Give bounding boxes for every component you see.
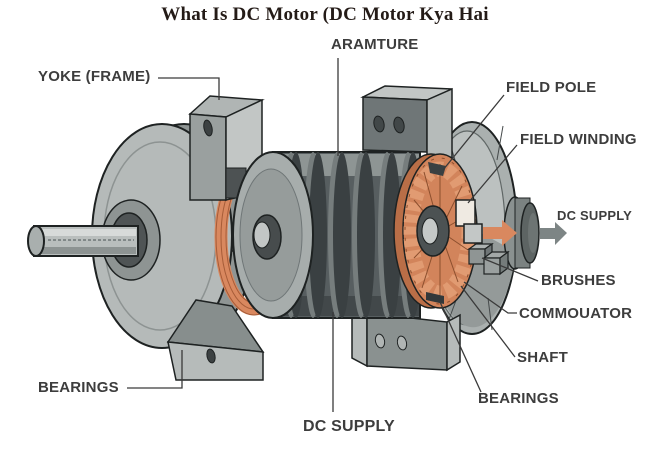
label-field-winding: FIELD WINDING	[520, 131, 637, 148]
leader-line-yoke	[158, 77, 220, 100]
leader-line-bearings-right	[439, 301, 482, 393]
bearing-notch	[426, 292, 444, 304]
dc-supply-arrow-gray-icon	[540, 222, 567, 245]
brush-blocks	[467, 242, 510, 276]
leader-line-bearings-left	[127, 350, 183, 389]
label-bearings-right: BEARINGS	[478, 390, 559, 407]
yoke-bracket-left-bottom	[166, 299, 265, 381]
label-commutator: COMMOUATOR	[519, 305, 633, 322]
page-title: What Is DC Motor (DC Motor Kya Hai	[161, 4, 489, 25]
label-field-pole: FIELD POLE	[506, 79, 597, 96]
label-shaft: SHAFT	[517, 349, 568, 366]
label-dc-supply-bottom: DC SUPPLY	[303, 418, 395, 435]
leader-line-commutator	[463, 281, 517, 314]
label-brushes: BRUSHES	[541, 272, 616, 289]
label-dc-supply-right: DC SUPPLY	[557, 208, 633, 223]
leader-line-field-pole	[442, 94, 505, 171]
yoke-bracket-right-top	[360, 85, 453, 207]
label-yoke: YOKE (FRAME)	[38, 68, 151, 85]
left-shaft	[27, 225, 139, 257]
brush-box	[463, 223, 483, 244]
leader-line-shaft	[460, 285, 516, 358]
field-winding-box	[455, 199, 476, 227]
dc-supply-arrow-orange-icon	[483, 220, 517, 246]
leader-lines	[127, 58, 539, 412]
label-armature: ARAMTURE	[331, 36, 419, 53]
yoke-bracket-left-top	[188, 95, 265, 201]
leader-line-field-winding	[467, 144, 518, 204]
leader-line-brushes	[481, 257, 539, 282]
label-bearings-left: BEARINGS	[38, 379, 119, 396]
